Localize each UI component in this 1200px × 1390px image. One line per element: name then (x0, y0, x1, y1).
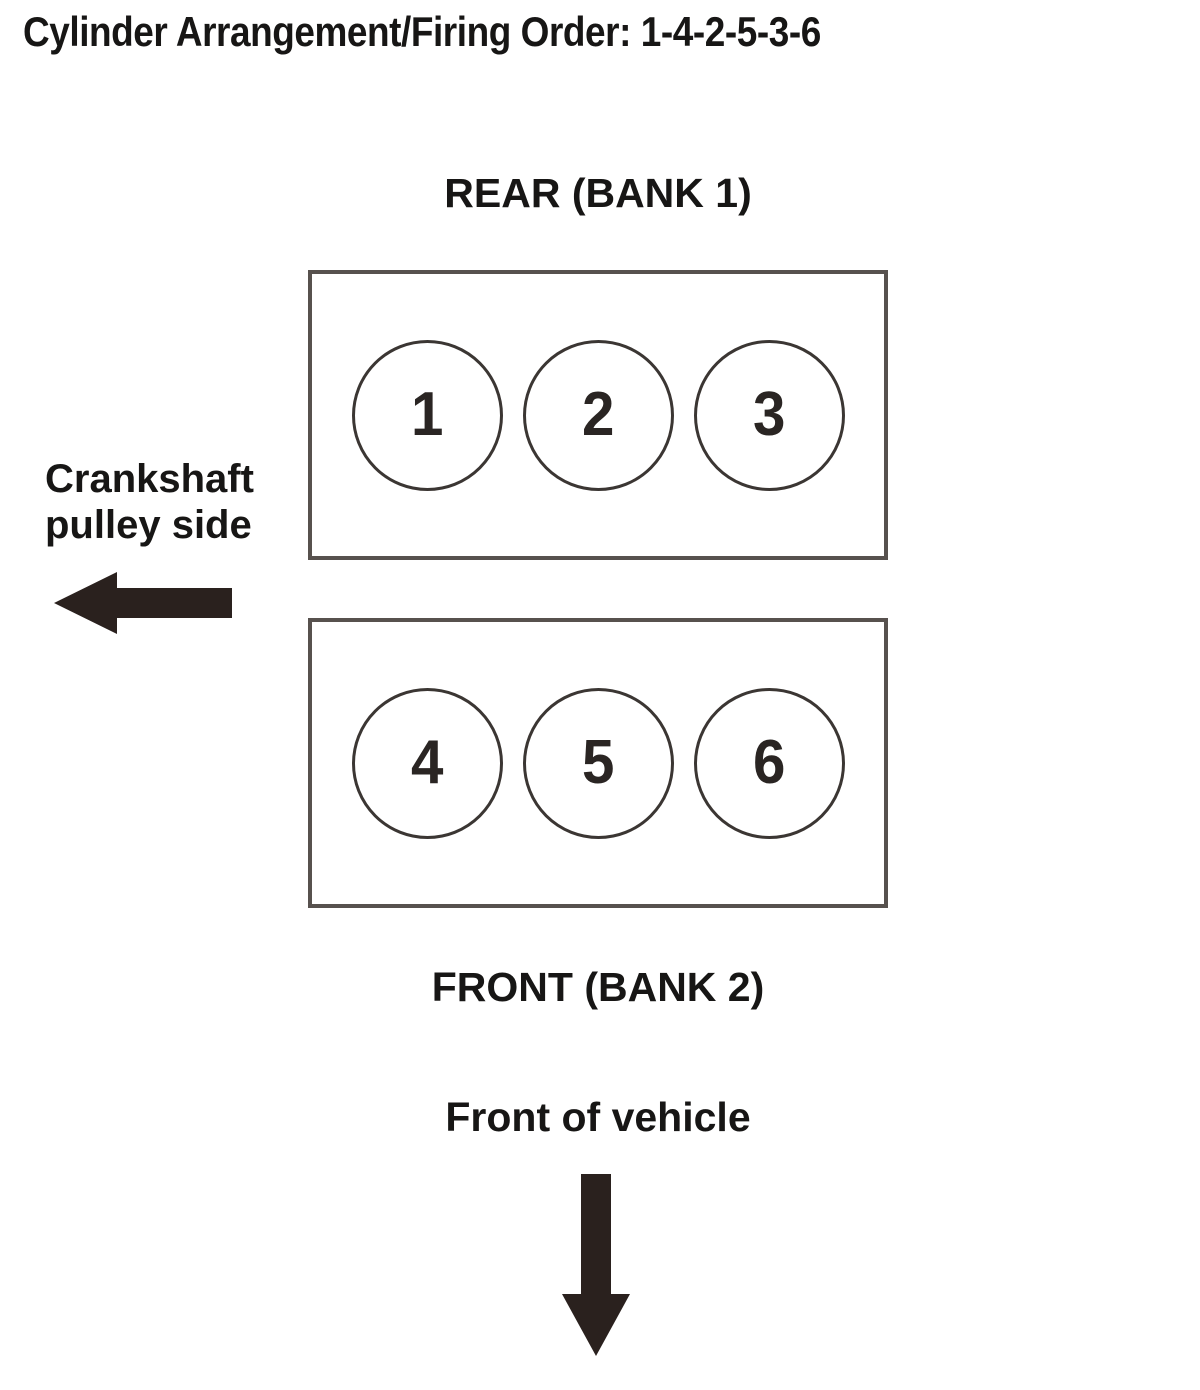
cylinder-3-circle: 3 (693, 339, 845, 491)
front-of-vehicle-label: Front of vehicle (445, 1094, 751, 1140)
page-title: Cylinder Arrangement/Firing Order: 1-4-2… (23, 8, 821, 55)
bank1-box: 1 2 3 (308, 270, 888, 560)
down-arrow-shape (562, 1174, 630, 1356)
cylinder-4-number: 4 (410, 728, 444, 797)
left-arrow-icon (54, 572, 232, 634)
cylinder-6-circle: 6 (693, 687, 845, 839)
crankshaft-pulley-label-line1: Crankshaft (45, 457, 254, 501)
cylinder-1-circle: 1 (351, 339, 503, 491)
cylinder-5-circle: 5 (522, 687, 674, 839)
down-arrow-icon (562, 1174, 630, 1356)
cylinder-6-number: 6 (752, 728, 786, 797)
cylinder-2-number: 2 (581, 380, 615, 449)
cylinder-3-number: 3 (752, 380, 786, 449)
bank2-front-label: FRONT (BANK 2) (431, 964, 765, 1010)
cylinder-1-number: 1 (410, 380, 444, 449)
crankshaft-pulley-label-line2: pulley side (45, 503, 252, 547)
cylinder-4-circle: 4 (351, 687, 503, 839)
bank2-box: 4 5 6 (308, 618, 888, 908)
cylinder-2-circle: 2 (522, 339, 674, 491)
crankshaft-pulley-label: Crankshaft pulley side (45, 456, 254, 548)
cylinder-5-number: 5 (581, 728, 615, 797)
left-arrow-shape (54, 572, 232, 634)
bank1-rear-label: REAR (BANK 1) (444, 170, 752, 216)
